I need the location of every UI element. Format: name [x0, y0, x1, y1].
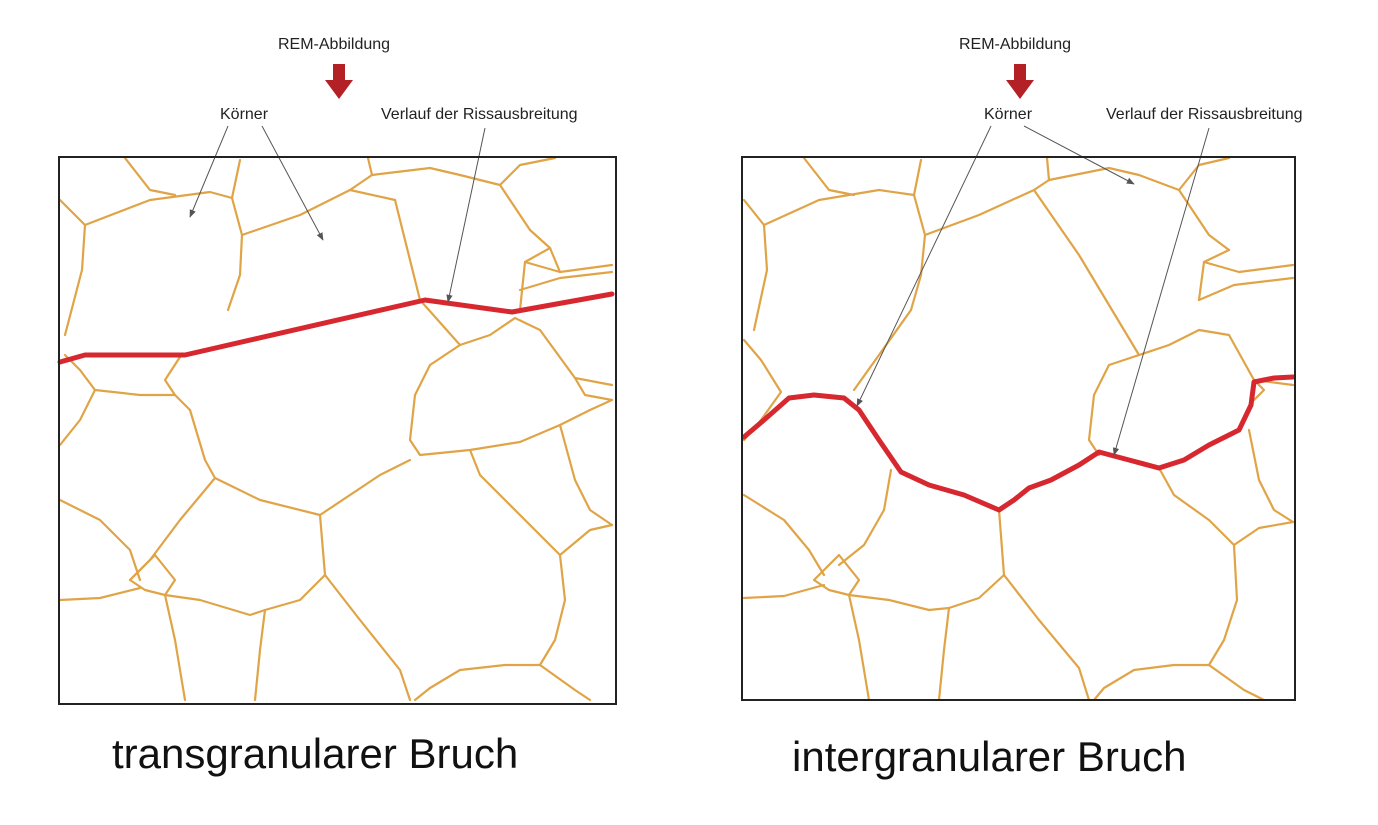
transgranular-panel: REM-Abbildung Körner Verlauf der Rissaus… [57, 36, 617, 777]
rem-arrow-icon [325, 64, 353, 99]
rem-label: REM-Abbildung [278, 36, 391, 53]
crack-line [57, 291, 615, 365]
rem-label: REM-Abbildung [959, 36, 1072, 53]
intergranular-panel: REM-Abbildung Körner Verlauf der Rissaus… [689, 0, 1378, 825]
diagram-frame [58, 156, 617, 705]
caption-intergranular: intergranularer Bruch [792, 733, 1187, 780]
grain-boundaries [58, 156, 614, 702]
crack-line [741, 374, 1296, 513]
diagram-frame [741, 156, 1296, 701]
transgranular-diagram [57, 64, 617, 705]
rem-arrow-icon [1006, 64, 1034, 99]
grain-boundaries [742, 156, 1295, 702]
intergranular-diagram [741, 64, 1296, 702]
leader-arrows [189, 125, 486, 303]
crack-path-label: Verlauf der Rissausbreitung [381, 106, 578, 123]
caption-transgranular: transgranularer Bruch [112, 730, 519, 777]
leader-arrows [856, 125, 1210, 456]
grains-label: Körner [220, 106, 269, 123]
crack-path-label: Verlauf der Rissausbreitung [1106, 106, 1303, 123]
grains-label: Körner [984, 106, 1033, 123]
